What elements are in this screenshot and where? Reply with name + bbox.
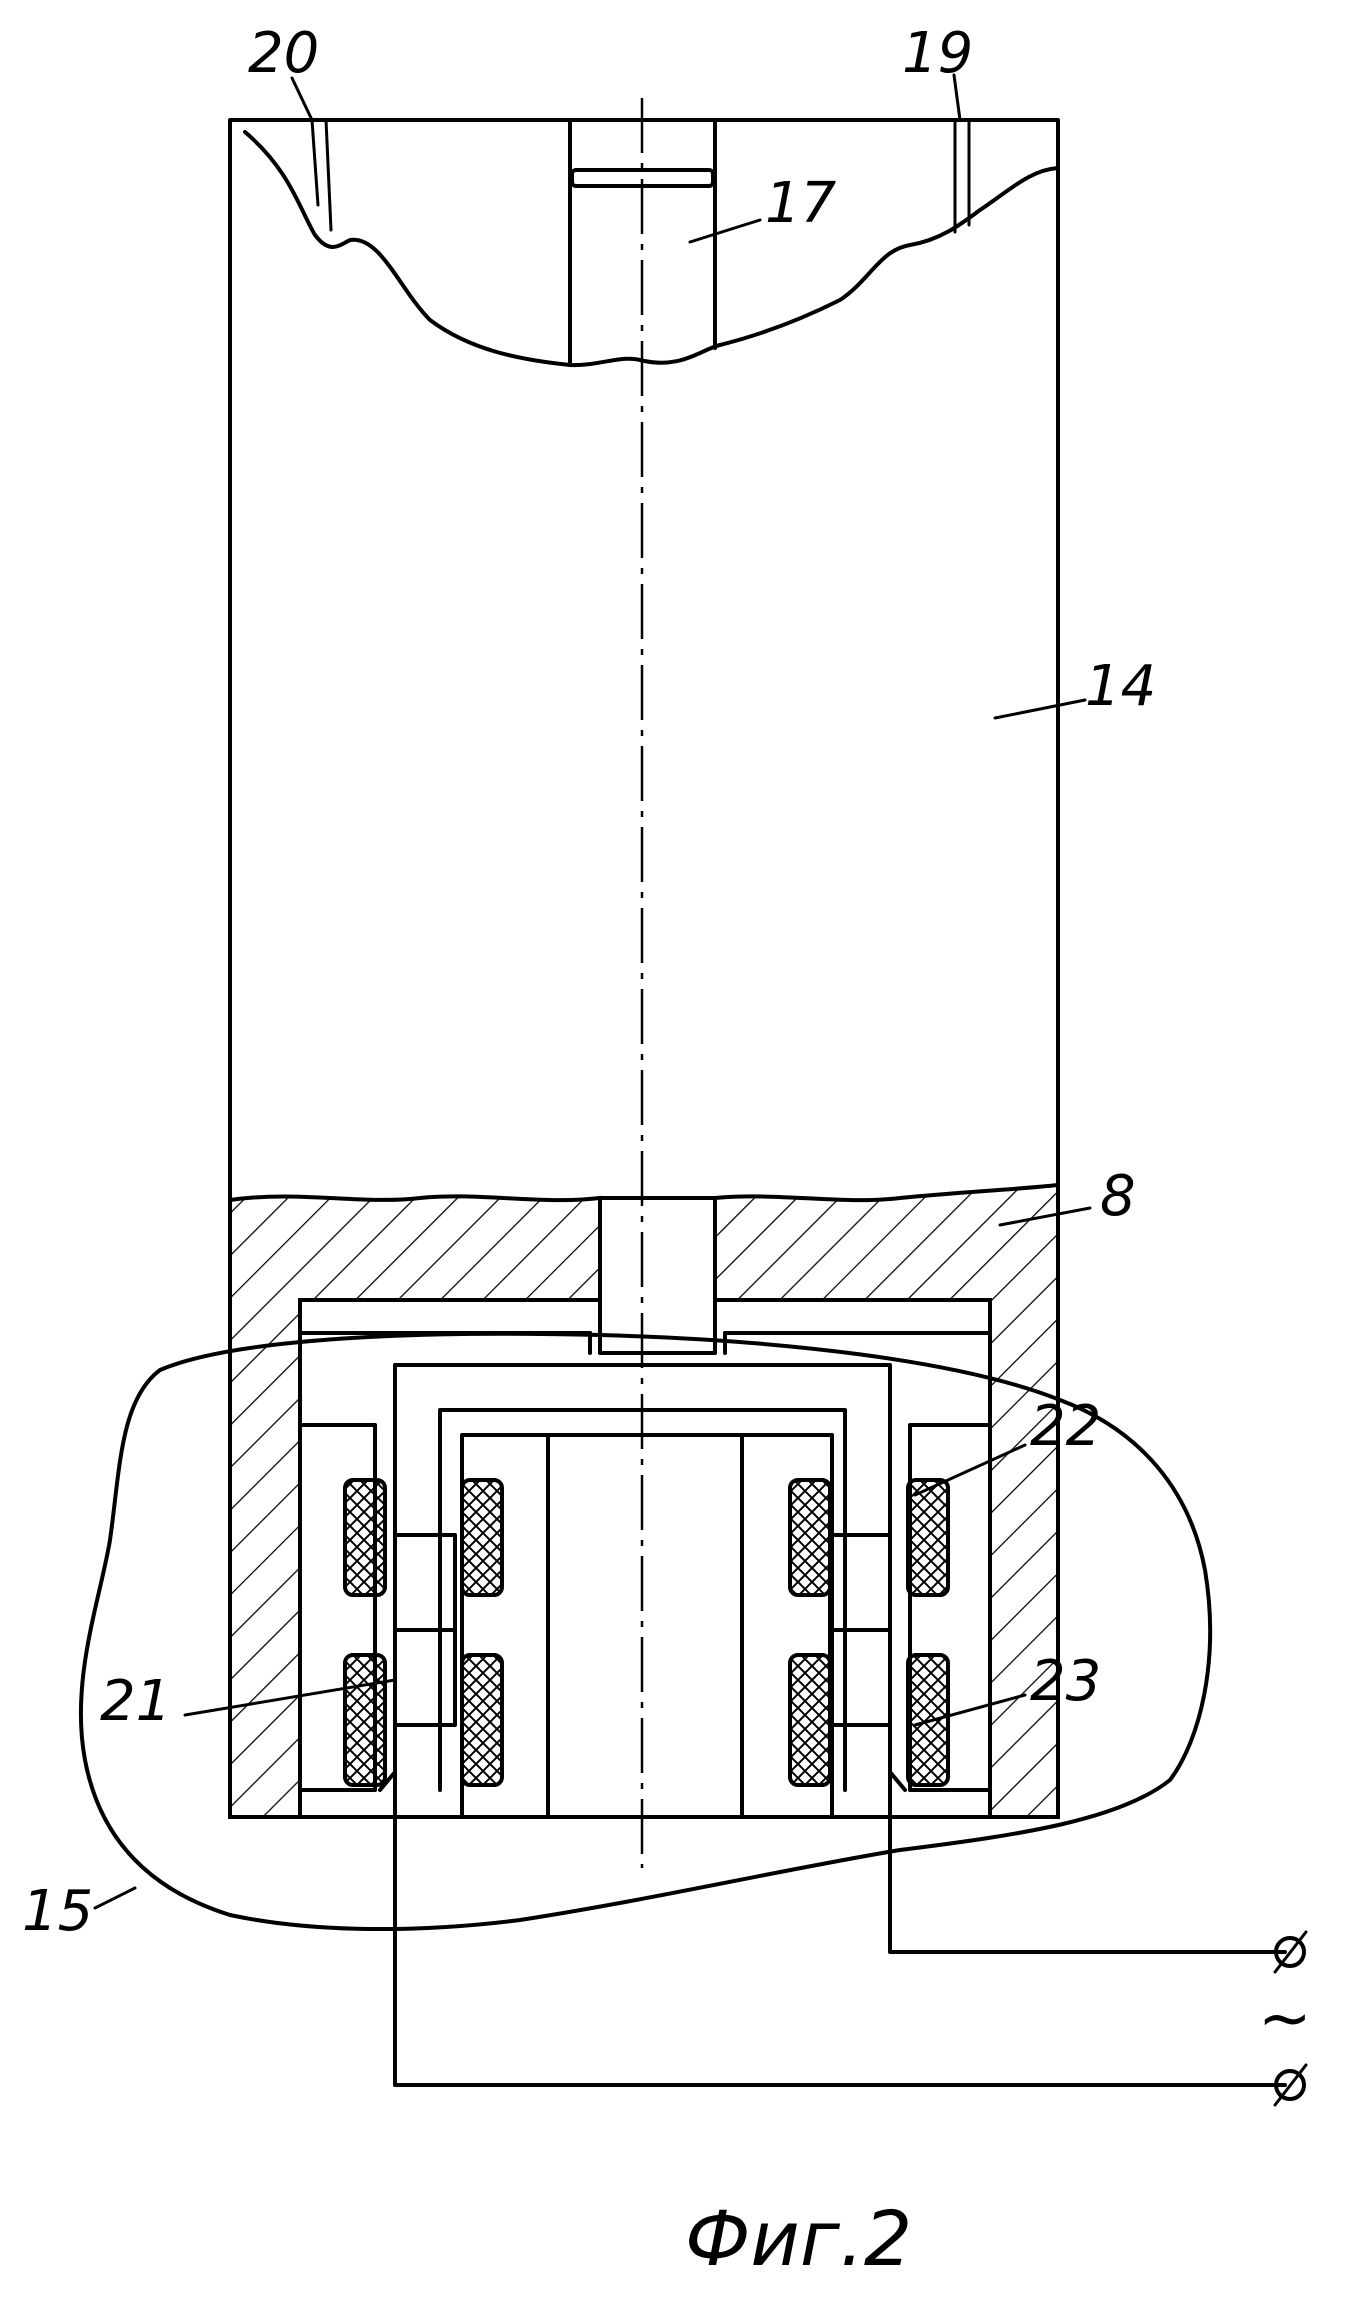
label-15: 15	[22, 1879, 93, 1944]
label-21: 21	[100, 1669, 171, 1734]
label-23: 23	[1030, 1649, 1101, 1714]
label-17: 17	[765, 171, 837, 236]
inner-frame	[298, 1298, 992, 1819]
label-22: 22	[1030, 1394, 1101, 1459]
top-cutaway	[243, 130, 1058, 368]
armature-right	[828, 1533, 892, 1727]
leader-lines	[93, 73, 1092, 1910]
figure-caption: Фиг.2	[685, 2194, 912, 2283]
outer-pole-left	[298, 1423, 377, 1792]
label-20: 20	[248, 21, 319, 86]
terminal-bottom	[1273, 2063, 1308, 2107]
core-block	[460, 1433, 834, 1819]
wiring	[378, 1770, 1287, 2087]
detail-outline-15	[78, 1331, 1213, 1932]
outer-pole-right	[908, 1423, 992, 1792]
terminal-top	[1273, 1930, 1308, 1974]
coil-windings	[343, 1478, 950, 1787]
armature-left-21	[393, 1533, 457, 1727]
label-8: 8	[1100, 1164, 1136, 1229]
housing-8	[228, 1182, 1060, 1819]
label-14: 14	[1085, 654, 1156, 719]
channel-20	[310, 118, 333, 232]
ac-symbol: ~	[1258, 1982, 1312, 2056]
channel-19	[953, 118, 971, 234]
label-19: 19	[902, 21, 973, 86]
